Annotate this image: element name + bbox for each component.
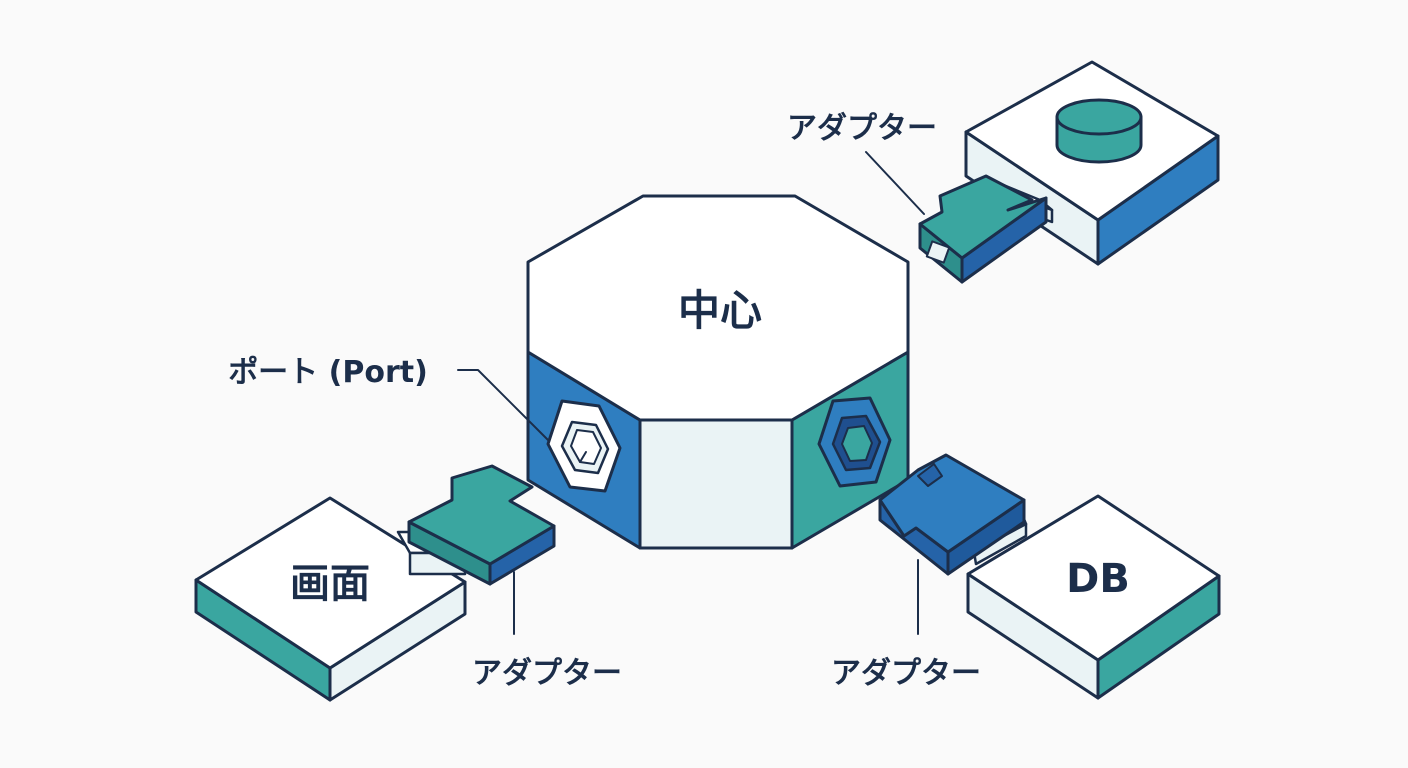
adapter-left-block — [407, 464, 556, 586]
screen-label: 画面 — [290, 561, 370, 607]
core-face-front — [638, 418, 794, 550]
adapter-right-block — [878, 453, 1026, 576]
port-right-hexagon-icon — [817, 396, 892, 488]
db-block — [966, 494, 1221, 700]
adapter-top-block — [918, 174, 1048, 284]
core-face-top — [526, 194, 910, 422]
core-block — [526, 194, 910, 550]
adapter-top-socket-icon — [925, 240, 951, 264]
cylinder-icon — [1055, 98, 1143, 164]
adapter-right-label: アダプター — [831, 656, 981, 691]
adapter-top-label: アダプター — [787, 111, 937, 146]
leader-lines — [457, 151, 925, 635]
port-left-hexagon-icon — [546, 399, 622, 493]
db-label: DB — [1066, 556, 1130, 602]
core-label: 中心 — [678, 286, 762, 335]
port-leader-line — [457, 369, 549, 441]
adapter-left-label: アダプター — [472, 656, 622, 691]
port-label: ポート (Port) — [228, 355, 428, 390]
adapter-top-leader-line — [865, 151, 925, 215]
screen-block — [194, 496, 467, 702]
